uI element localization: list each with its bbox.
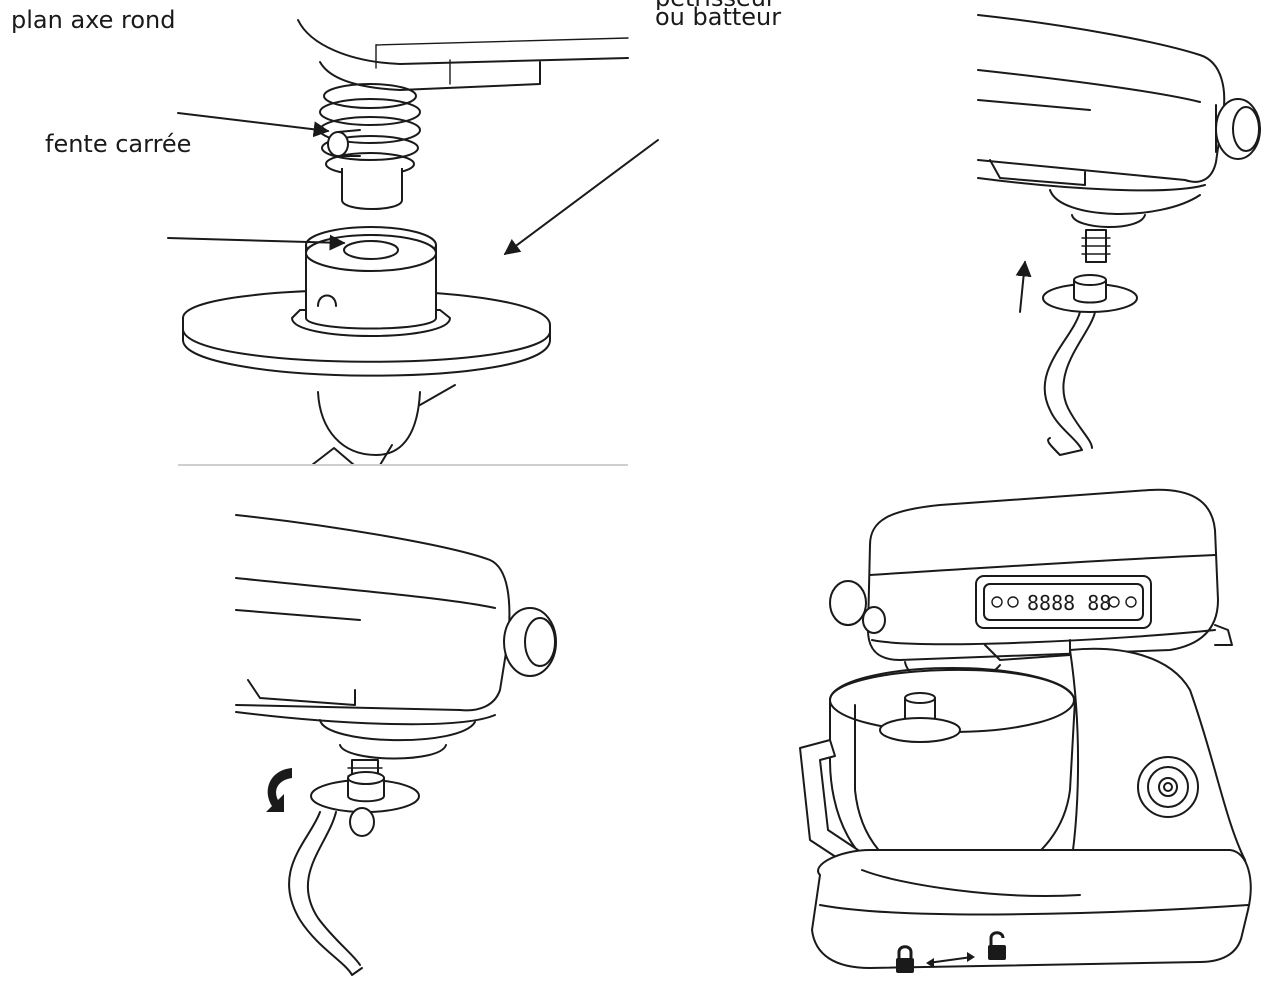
beater-disc <box>182 234 551 377</box>
lock-icon <box>896 945 914 973</box>
cut-top-label: pétrisseur <box>655 0 776 10</box>
panel-rotate-hook <box>235 514 557 976</box>
panel-detail-attach <box>167 19 659 466</box>
round-pin <box>327 131 349 157</box>
unlock-icon <box>988 931 1006 960</box>
arrow-icon <box>177 112 330 138</box>
plan-axe-rond-label: plan axe rond <box>11 6 176 34</box>
panel-mixer-overview: 8888 88 <box>799 488 1252 973</box>
speed-knob <box>503 607 557 677</box>
up-arrow-icon <box>1015 260 1032 313</box>
ou-batteur-label: ou batteur <box>655 3 782 31</box>
shaft <box>341 168 403 210</box>
mixer-base <box>811 849 1252 969</box>
control-panel <box>975 575 1152 629</box>
arrow-icon <box>503 139 659 255</box>
arrow-icon <box>167 234 346 251</box>
speed-knob <box>1215 98 1261 160</box>
lift-knob <box>1137 756 1199 818</box>
display-digits: 8888 88 <box>1027 591 1111 615</box>
double-arrow-icon <box>926 952 975 968</box>
spring-coils <box>319 83 421 176</box>
panel-insert-hook <box>977 14 1261 456</box>
rotate-arrow-icon <box>266 768 292 812</box>
fente-carree-label: fente carrée <box>45 130 192 158</box>
